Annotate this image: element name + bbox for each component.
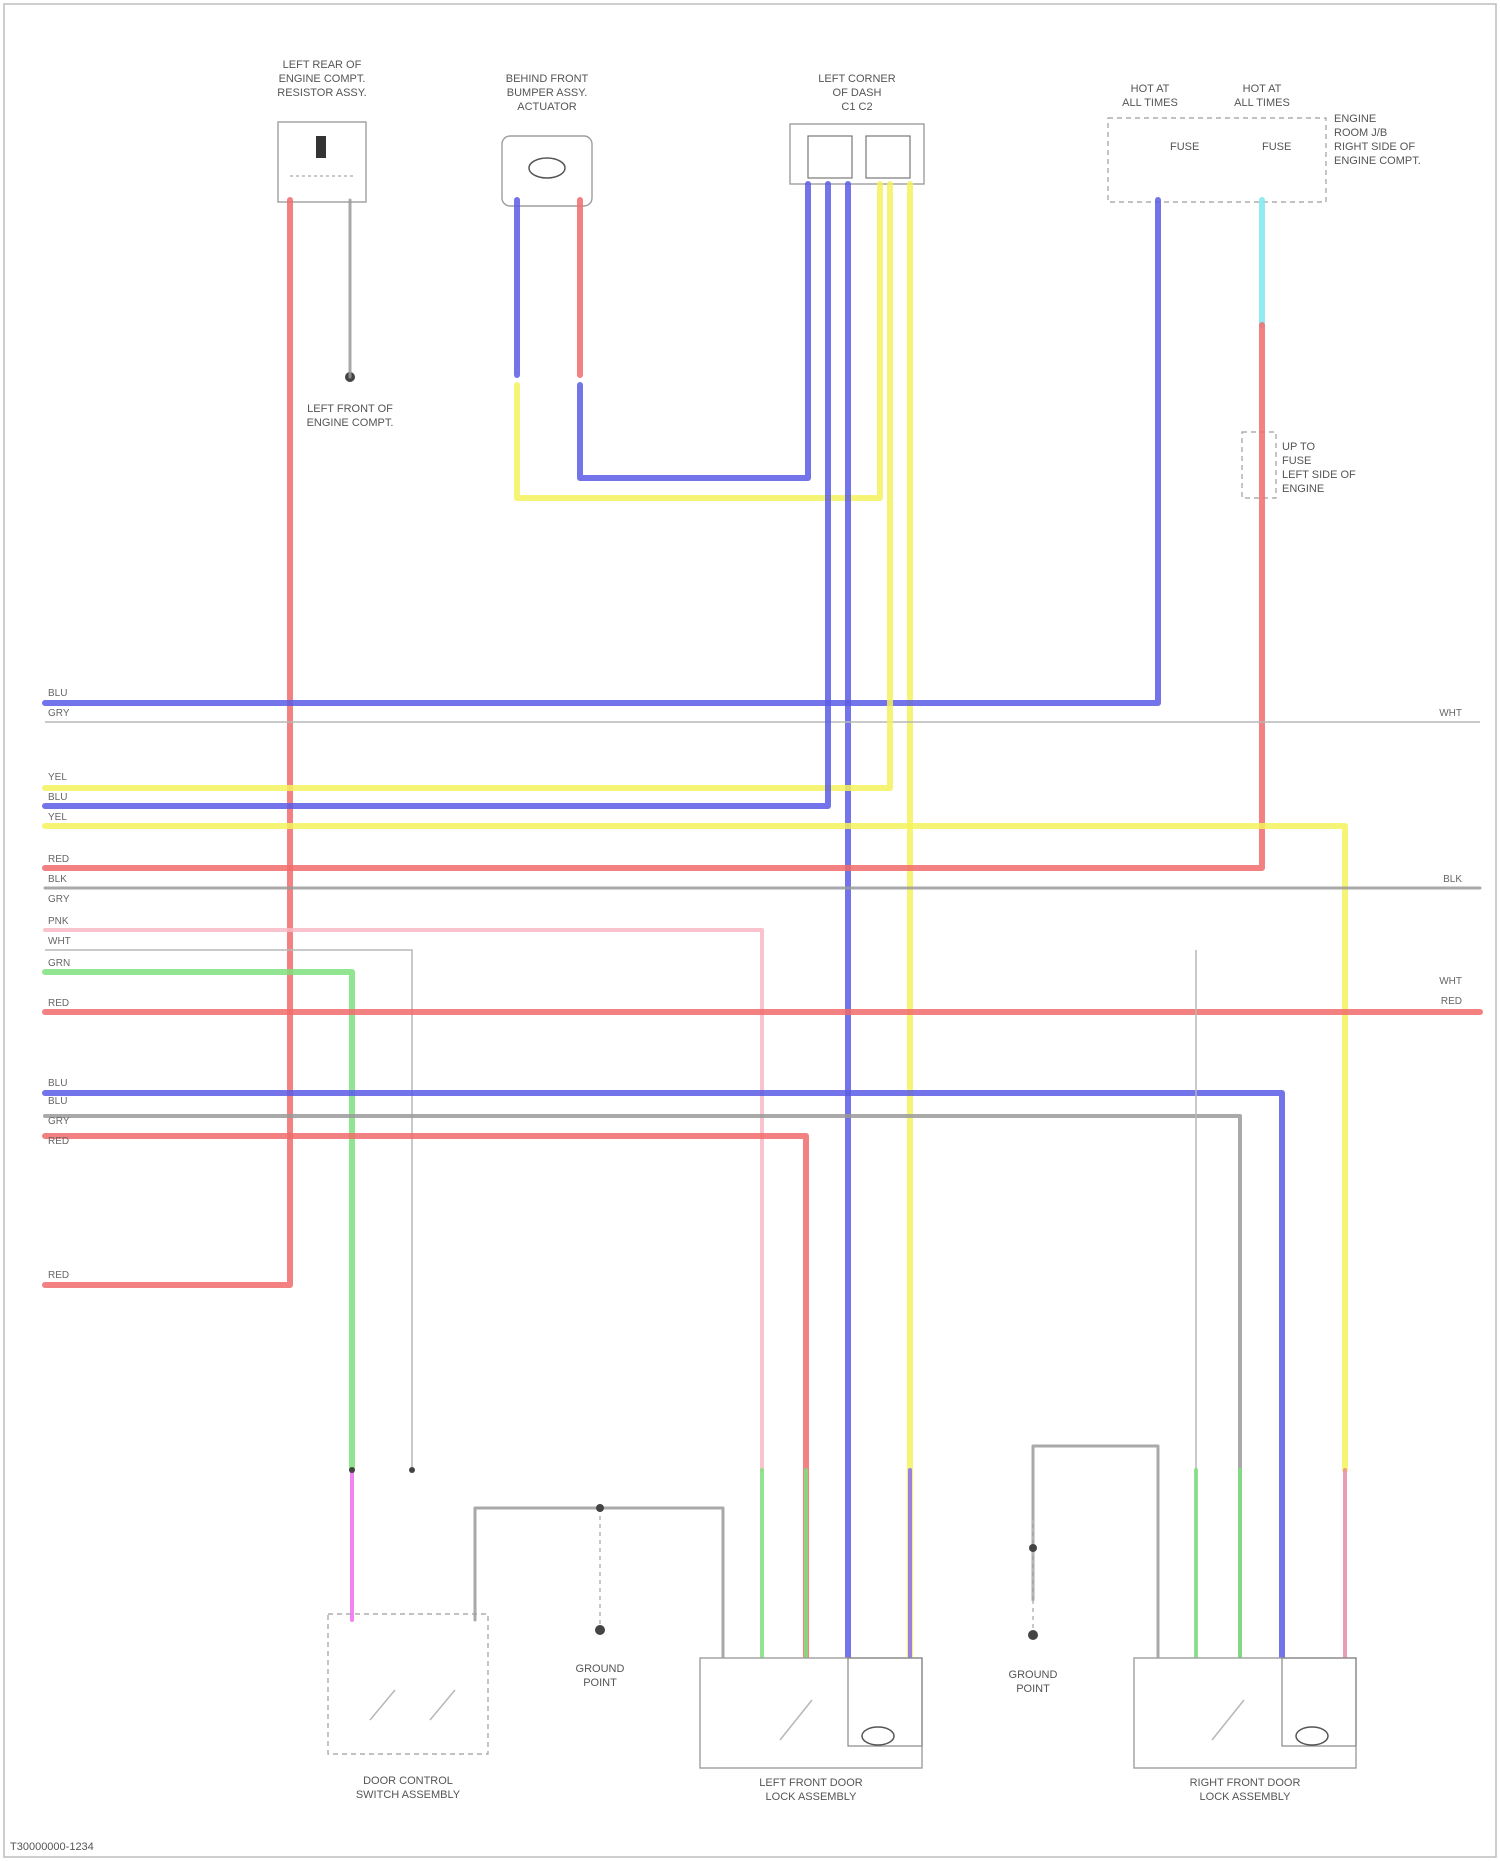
svg-text:ENGINE COMPT.: ENGINE COMPT.	[307, 417, 394, 429]
left-code-12: RED	[48, 998, 69, 1009]
svg-text:GROUND: GROUND	[1009, 1669, 1058, 1681]
right-code-3: WHT	[1439, 976, 1462, 987]
wire-white-row10	[45, 950, 412, 1470]
svg-text:HOT AT: HOT AT	[1243, 83, 1282, 95]
svg-text:SWITCH ASSEMBLY: SWITCH ASSEMBLY	[356, 1789, 461, 1801]
left-code-16: RED	[48, 1136, 69, 1147]
svg-text:RIGHT FRONT DOOR: RIGHT FRONT DOOR	[1190, 1777, 1301, 1789]
right-wire-codes: WHT BLK WHT RED	[1439, 708, 1462, 1007]
left-code-9: PNK	[48, 916, 69, 927]
svg-text:FUSE: FUSE	[1262, 141, 1291, 153]
svg-text:HOT AT: HOT AT	[1131, 83, 1170, 95]
svg-text:ACTUATOR: ACTUATOR	[517, 101, 577, 113]
wires-group	[45, 184, 1480, 1660]
wire-red-row15	[45, 1136, 806, 1660]
right-code-4: RED	[1441, 996, 1462, 1007]
svg-text:LEFT CORNER: LEFT CORNER	[818, 73, 895, 85]
wire-gray-ground-right	[1033, 1446, 1158, 1660]
left-code-7: BLK	[48, 874, 67, 885]
svg-text:LEFT FRONT OF: LEFT FRONT OF	[307, 403, 393, 415]
left-code-8: GRY	[48, 894, 70, 905]
left-code-5: YEL	[48, 812, 67, 823]
left-code-15: GRY	[48, 1116, 70, 1127]
wire-green-row11	[45, 972, 352, 1470]
component-ground-right: GROUND POINT	[1009, 1669, 1058, 1695]
svg-text:C1 C2: C1 C2	[841, 101, 872, 113]
wire-gray-row14	[45, 1116, 1240, 1660]
left-code-1: BLU	[48, 688, 67, 699]
component-bottom-switch-assembly: DOOR CONTROL SWITCH ASSEMBLY	[328, 1614, 488, 1801]
left-code-6: RED	[48, 854, 69, 865]
wire-red-left-vertical	[45, 200, 290, 1285]
component-ground-left: GROUND POINT	[576, 1663, 625, 1689]
left-code-17: RED	[48, 1270, 69, 1281]
right-code-2: BLK	[1443, 874, 1462, 885]
component-top-motor: BEHIND FRONT BUMPER ASSY. ACTUATOR	[502, 73, 592, 206]
left-code-3: YEL	[48, 772, 67, 783]
svg-text:POINT: POINT	[583, 1677, 617, 1689]
component-top-left-resistor: LEFT REAR OF ENGINE COMPT. RESISTOR ASSY…	[277, 59, 366, 202]
svg-text:GROUND: GROUND	[576, 1663, 625, 1675]
svg-text:POINT: POINT	[1016, 1683, 1050, 1695]
svg-text:LEFT SIDE OF: LEFT SIDE OF	[1282, 469, 1356, 481]
svg-text:UP TO: UP TO	[1282, 441, 1315, 453]
svg-text:ENGINE: ENGINE	[1282, 483, 1324, 495]
svg-text:LOCK ASSEMBLY: LOCK ASSEMBLY	[766, 1791, 858, 1803]
left-code-13: BLU	[48, 1078, 67, 1089]
component-left-door-lock-assembly: LEFT FRONT DOOR LOCK ASSEMBLY	[700, 1658, 922, 1803]
svg-text:LEFT REAR OF: LEFT REAR OF	[283, 59, 362, 71]
component-right-door-lock-assembly: RIGHT FRONT DOOR LOCK ASSEMBLY	[1134, 1658, 1356, 1803]
left-code-10: WHT	[48, 936, 71, 947]
svg-text:ROOM J/B: ROOM J/B	[1334, 127, 1387, 139]
svg-text:BUMPER ASSY.: BUMPER ASSY.	[507, 87, 588, 99]
svg-text:ALL TIMES: ALL TIMES	[1122, 97, 1178, 109]
svg-text:FUSE: FUSE	[1282, 455, 1311, 467]
wire-blue-row13	[45, 1093, 1282, 1660]
wire-gray-ground-left	[475, 1508, 723, 1660]
wire-blue-fuse-row1	[45, 200, 1158, 703]
left-code-4: BLU	[48, 792, 67, 803]
svg-text:ENGINE COMPT.: ENGINE COMPT.	[1334, 155, 1421, 167]
left-code-14: BLU	[48, 1096, 67, 1107]
left-code-2: GRY	[48, 708, 70, 719]
right-code-1: WHT	[1439, 708, 1462, 719]
component-top-fuse-box: HOT AT ALL TIMES HOT AT ALL TIMES FUSE F…	[1108, 83, 1421, 202]
footer-code: T30000000-1234	[10, 1841, 94, 1853]
wire-yellow-row5	[45, 826, 1345, 1470]
ground-left-rear: LEFT FRONT OF ENGINE COMPT.	[307, 372, 394, 429]
svg-text:LOCK ASSEMBLY: LOCK ASSEMBLY	[1200, 1791, 1292, 1803]
svg-text:RIGHT SIDE OF: RIGHT SIDE OF	[1334, 141, 1415, 153]
svg-text:LEFT FRONT DOOR: LEFT FRONT DOOR	[759, 1777, 863, 1789]
left-code-11: GRN	[48, 958, 70, 969]
junction-dots	[349, 1467, 1038, 1640]
svg-text:BEHIND FRONT: BEHIND FRONT	[506, 73, 589, 85]
svg-text:ENGINE: ENGINE	[1334, 113, 1376, 125]
component-top-connector-block: LEFT CORNER OF DASH C1 C2	[790, 73, 924, 184]
svg-text:OF DASH: OF DASH	[833, 87, 882, 99]
svg-text:FUSE: FUSE	[1170, 141, 1199, 153]
wire-yellow-row3	[45, 184, 890, 788]
svg-text:ALL TIMES: ALL TIMES	[1234, 97, 1290, 109]
svg-text:ENGINE COMPT.: ENGINE COMPT.	[279, 73, 366, 85]
wire-blue-motor-return	[580, 184, 808, 478]
left-wire-codes: BLU GRY YEL BLU YEL RED BLK GRY PNK WHT …	[48, 688, 71, 1281]
svg-text:RESISTOR ASSY.: RESISTOR ASSY.	[277, 87, 366, 99]
svg-text:DOOR CONTROL: DOOR CONTROL	[363, 1775, 453, 1787]
